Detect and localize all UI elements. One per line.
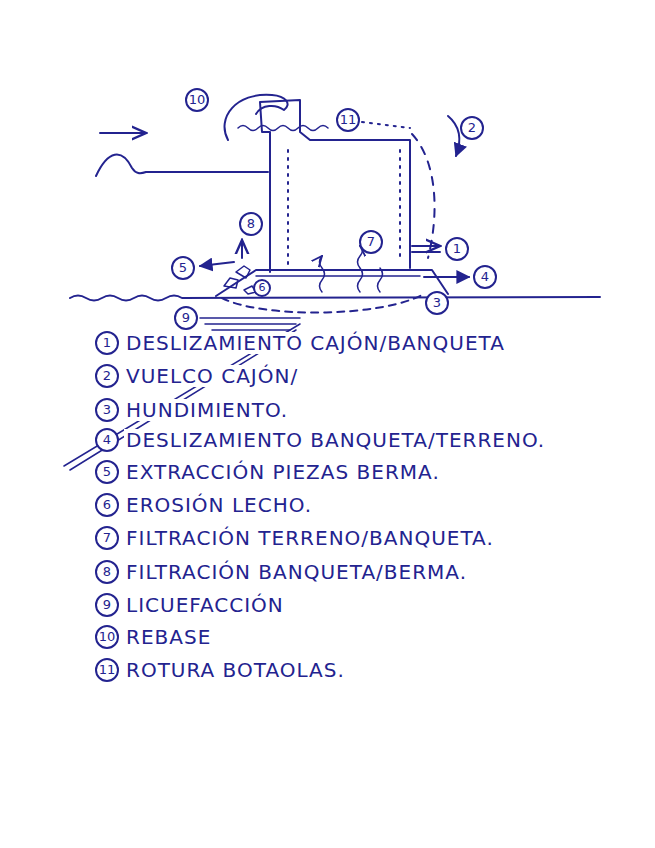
overturning-arrow <box>448 116 459 156</box>
sliding-arrow <box>424 276 469 278</box>
settlement-curve <box>222 294 424 313</box>
failure-mode-text: EXTRACCIÓN PIEZAS BERMA. <box>124 461 442 483</box>
callout-number: 1 <box>95 331 119 355</box>
sea-level <box>96 155 268 176</box>
filtration-arrow <box>241 240 243 258</box>
failure-mode-text: FILTRACIÓN TERRENO/BANQUETA. <box>124 527 496 549</box>
seepage-arrow <box>378 268 383 292</box>
callout-number: 6 <box>253 279 271 297</box>
sliding-arrow <box>412 245 440 247</box>
extraction-arrow <box>200 262 234 266</box>
callout-number: 9 <box>174 306 198 330</box>
callout-number: 3 <box>95 398 119 422</box>
seabed <box>70 296 600 301</box>
overturning-path <box>412 134 435 258</box>
callout-number: 3 <box>425 291 449 315</box>
callout-number: 2 <box>95 364 119 388</box>
failure-mode-text: HUNDIMIENTO. <box>124 399 290 421</box>
caisson-inner-line <box>287 150 289 266</box>
sliding-arrow <box>412 251 440 253</box>
overtopping-water <box>238 126 328 131</box>
berm-blocks <box>224 266 256 294</box>
failure-mode-text: REBASE <box>124 626 213 648</box>
rubble-mound <box>216 270 448 296</box>
failure-mode-text: EROSIÓN LECHO. <box>124 494 314 516</box>
callout-number: 1 <box>445 237 469 261</box>
callout-number: 5 <box>171 256 195 280</box>
callout-number: 11 <box>95 658 119 682</box>
callout-number: 10 <box>185 88 209 112</box>
callout-number: 10 <box>95 625 119 649</box>
callout-number: 7 <box>95 526 119 550</box>
callout-number: 4 <box>473 265 497 289</box>
callout-number: 5 <box>95 460 119 484</box>
callout-number: 9 <box>95 593 119 617</box>
seepage-arrow <box>320 256 325 292</box>
wave-direction-arrow <box>100 132 146 134</box>
liquefaction-marks <box>200 318 300 330</box>
caisson-inner-line <box>399 150 401 258</box>
failure-mode-text: LICUEFACCIÓN <box>124 594 286 616</box>
callout-number: 6 <box>95 493 119 517</box>
callout-number: 4 <box>95 428 119 452</box>
failure-mode-text: ROTURA BOTAOLAS. <box>124 659 347 681</box>
callout-number: 8 <box>95 560 119 584</box>
overtopping-path <box>362 122 410 128</box>
callout-number: 8 <box>239 212 263 236</box>
callout-number: 7 <box>359 230 383 254</box>
callout-number: 2 <box>460 116 484 140</box>
failure-mode-text: DESLIZAMIENTO BANQUETA/TERRENO. <box>124 429 547 451</box>
mound-top <box>256 275 420 277</box>
seepage-arrow <box>358 246 363 292</box>
failure-mode-text: VUELCO CAJÓN/ <box>124 365 300 387</box>
failure-mode-text: FILTRACIÓN BANQUETA/BERMA. <box>124 561 469 583</box>
failure-mode-text: DESLIZAMIENTO CAJÓN/BANQUETA <box>124 332 507 354</box>
callout-number: 11 <box>336 108 360 132</box>
